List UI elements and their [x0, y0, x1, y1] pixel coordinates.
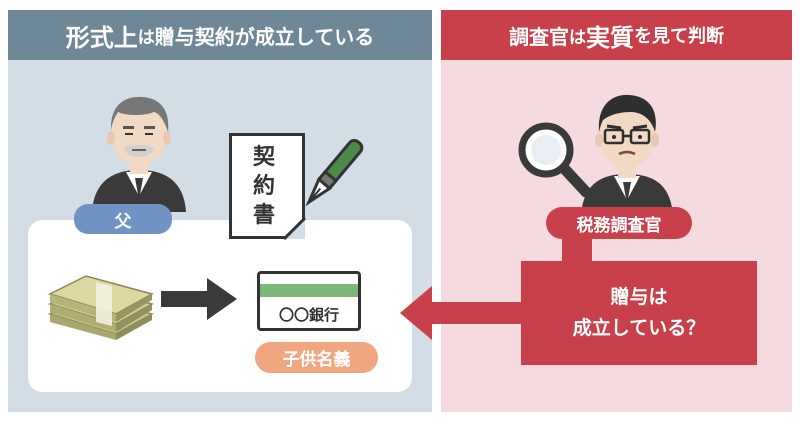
inspector-label: 税務調査官 [546, 207, 692, 239]
contract-char: 書 [252, 203, 275, 228]
header-particle: は [137, 27, 155, 48]
header-emphasis: 実質 [586, 23, 634, 52]
contract-char: 契 [252, 145, 275, 170]
header-emphasis: 形式上 [65, 23, 138, 52]
father-label: 父 [74, 204, 172, 234]
inspector-icon [581, 94, 673, 216]
bank-name: 〇〇銀行 [278, 306, 339, 324]
magnifier-icon [518, 122, 592, 198]
right-panel-header: 調査官は実質を見て判断 [441, 10, 792, 60]
header-rest: を見て判断 [634, 26, 724, 47]
question-box: 贈与は 成立している？ [521, 261, 757, 365]
contract-char: 約 [252, 174, 275, 199]
left-panel-header: 形式上は贈与契約が成立している [8, 10, 432, 60]
father-icon [92, 96, 186, 212]
question-line-2: 成立している？ [572, 317, 706, 339]
contract-document [229, 133, 305, 239]
header-particle: は [569, 27, 586, 48]
header-rest: 贈与契約が成立している [154, 24, 375, 49]
contract-label: 契 約 書 [242, 143, 286, 230]
header-subject: 調査官 [509, 24, 569, 49]
money-stack-icon [47, 275, 154, 340]
contract-corner-fold [284, 218, 306, 240]
arrow-left-icon [400, 238, 592, 340]
child-name-label: 子供名義 [255, 342, 378, 373]
bank-passbook: 〇〇銀行 [257, 271, 361, 331]
pen-icon [305, 138, 364, 207]
arrow-right-icon [161, 278, 237, 320]
question-line-1: 贈与は [610, 286, 668, 308]
bank-card-stripe [260, 284, 358, 297]
